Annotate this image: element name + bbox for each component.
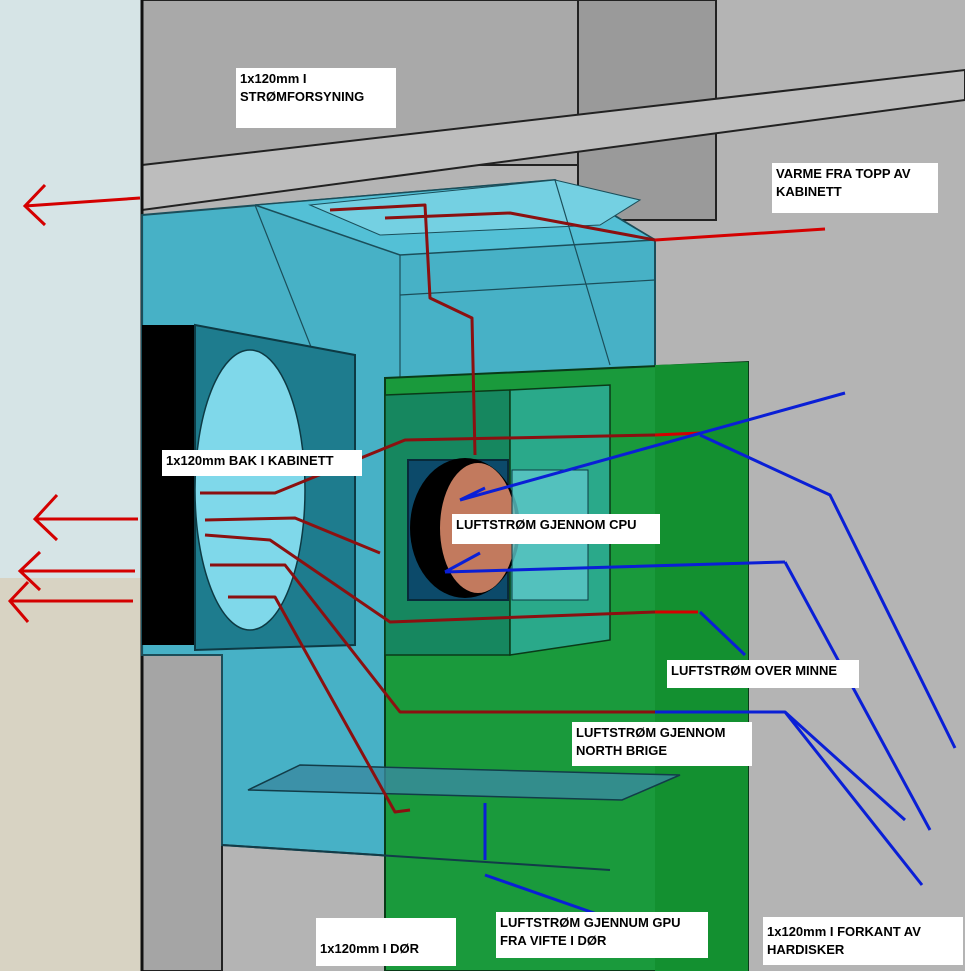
exhaust-arrows <box>7 183 826 623</box>
label-cpu-flow: LUFTSTRØM GJENNOM CPU <box>452 514 660 544</box>
label-front-fan-line1: 1x120mm I FORKANT AV <box>767 924 921 939</box>
label-front-fan: 1x120mm I FORKANT AV HARDISKER <box>763 917 963 965</box>
intake-nb-2 <box>783 711 924 886</box>
exhaust-arrow-low2 <box>7 580 133 623</box>
top-heat-line <box>654 227 826 242</box>
label-psu-fan-line2: STRØMFORSYNING <box>240 89 365 104</box>
duct-bottom-edge <box>221 844 611 871</box>
duct-edge-4 <box>399 279 656 296</box>
label-gpu-flow: LUFTSTRØM GJENNUM GPU FRA VIFTE I DØR <box>496 912 708 958</box>
rear-fan-housing <box>142 325 200 645</box>
intake-memory-3 <box>698 610 747 657</box>
label-rear-fan-line1: 1x120mm BAK I KABINETT <box>166 453 334 468</box>
label-door-fan-line1: 1x120mm I DØR <box>320 941 419 956</box>
label-top-heat-line1: VARME FRA TOPP AV <box>776 166 911 181</box>
exhaust-arrow-mid <box>32 493 138 542</box>
hot-path-psu <box>329 203 477 456</box>
intake-memory-2 <box>783 561 932 831</box>
label-cpu-flow-line1: LUFTSTRØM GJENNOM CPU <box>456 517 637 532</box>
hot-path-c <box>210 563 655 714</box>
label-gpu-flow-line2: FRA VIFTE I DØR <box>500 933 607 948</box>
label-memory-flow: LUFTSTRØM OVER MINNE <box>667 660 859 688</box>
label-gpu-flow-line1: LUFTSTRØM GJENNUM GPU <box>500 915 681 930</box>
hot-path-b <box>204 533 656 624</box>
intake-cpu-top <box>459 391 846 502</box>
exhaust-arrow-low1 <box>17 550 135 592</box>
label-northbridge-flow: LUFTSTRØM GJENNOM NORTH BRIGE <box>572 722 752 766</box>
intake-cpu-low <box>444 551 786 574</box>
outside-ground <box>0 578 142 971</box>
gpu-plate <box>247 764 681 801</box>
outside-sky <box>0 0 142 578</box>
cpu-hot-line <box>654 431 701 437</box>
exhaust-arrow-top <box>22 183 141 227</box>
hot-path-a <box>204 516 381 555</box>
hot-path-d <box>228 595 411 814</box>
cabinet-lower-left <box>141 654 223 971</box>
label-northbridge-flow-line2: NORTH BRIGE <box>576 743 667 758</box>
hot-path-top <box>384 211 656 242</box>
intake-memory-1 <box>699 433 957 749</box>
label-psu-fan-line1: 1x120mm I <box>240 71 307 86</box>
intake-flows <box>444 391 957 952</box>
label-top-heat: VARME FRA TOPP AV KABINETT <box>772 163 938 213</box>
rear-fan-blade <box>194 349 306 631</box>
label-memory-flow-line1: LUFTSTRØM OVER MINNE <box>671 663 838 678</box>
label-northbridge-flow-line1: LUFTSTRØM GJENNOM <box>576 725 726 740</box>
label-top-heat-line2: KABINETT <box>776 184 842 199</box>
label-front-fan-line2: HARDISKER <box>767 942 845 957</box>
label-rear-fan: 1x120mm BAK I KABINETT <box>162 450 362 476</box>
label-psu-fan: 1x120mm I STRØMFORSYNING <box>236 68 396 128</box>
label-door-fan: 1x120mm I DØR <box>316 918 456 966</box>
duct-edge-3 <box>554 179 611 366</box>
